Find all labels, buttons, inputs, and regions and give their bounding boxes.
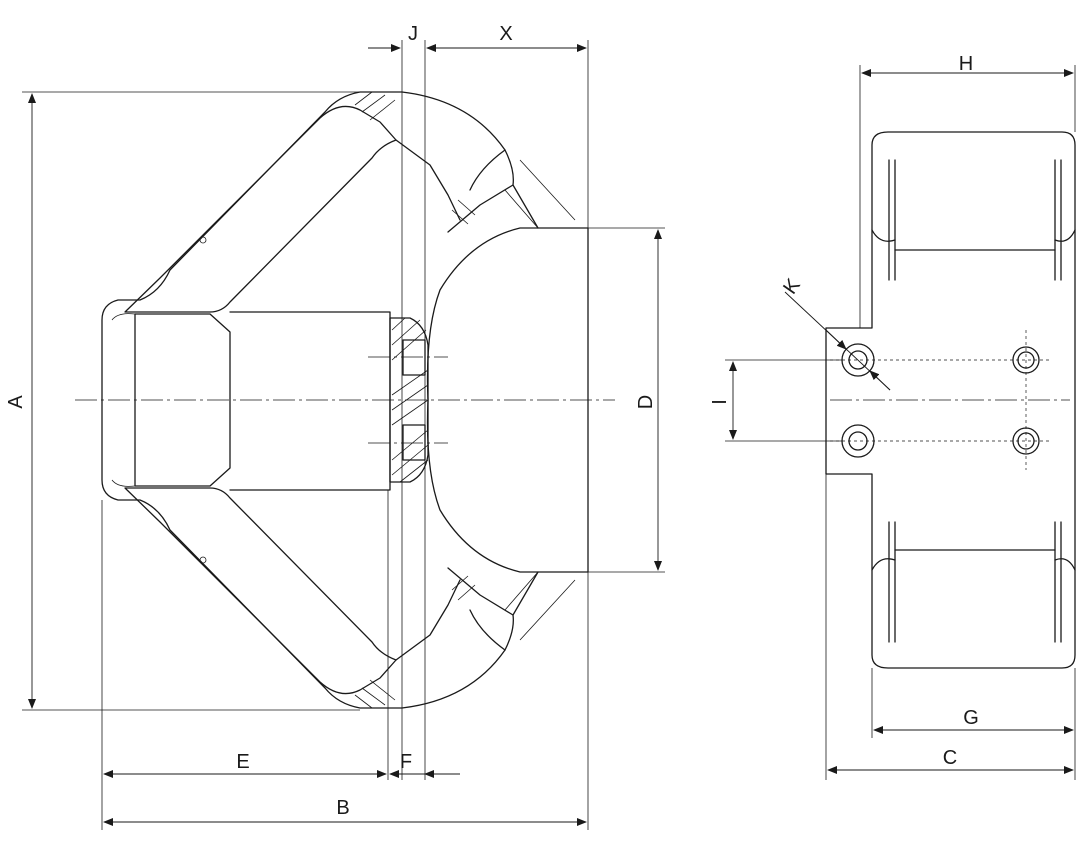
label-I: I (709, 399, 731, 405)
label-B: B (336, 797, 349, 819)
label-K: K (779, 274, 805, 298)
label-C: C (943, 747, 957, 769)
lower-arm-face (124, 487, 397, 695)
label-H: H (959, 53, 973, 75)
label-X: X (499, 23, 512, 45)
label-A: A (5, 395, 27, 409)
label-G: G (963, 707, 979, 729)
label-E: E (236, 751, 249, 773)
hatched-section (389, 317, 429, 483)
label-J: J (408, 23, 418, 45)
bolt-section-upper (402, 339, 426, 376)
side-view: H G C I K (709, 53, 1076, 780)
upper-roller (871, 159, 1076, 281)
mounting-holes (841, 343, 1040, 458)
label-D: D (635, 395, 657, 409)
front-view: A D B E F J X (5, 23, 665, 830)
label-F: F (400, 751, 412, 773)
upper-arm-face (124, 105, 397, 313)
front-view-outline (101, 91, 589, 709)
center-block (229, 311, 391, 491)
side-view-outline (825, 131, 1076, 669)
bolt-section-lower (402, 424, 426, 461)
lower-roller (871, 521, 1076, 643)
